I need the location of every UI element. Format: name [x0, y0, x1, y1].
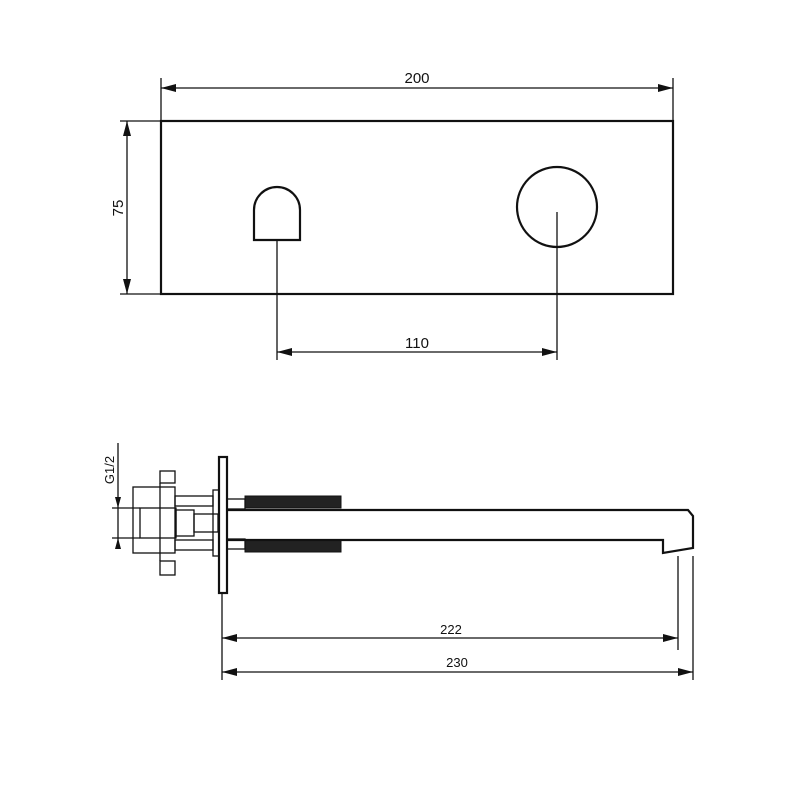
overall-projection-dimension: 230 — [222, 556, 694, 680]
spout-projection-label: 222 — [440, 622, 462, 637]
spout-outlet — [252, 185, 302, 242]
spout-profile — [227, 508, 695, 555]
width-label: 200 — [404, 70, 429, 87]
knurled-sleeve-top — [226, 495, 342, 510]
thread-label: G1/2 — [102, 456, 117, 484]
front-view: 200 75 110 — [110, 70, 675, 360]
spout-projection-dimension: 222 — [221, 556, 679, 680]
side-view: G1/2 222 230 — [102, 443, 695, 680]
cover-plate — [159, 119, 675, 296]
thread-dimension: G1/2 — [102, 443, 140, 549]
height-label: 75 — [110, 200, 127, 217]
wall-flange — [217, 455, 229, 595]
height-dimension: 75 — [110, 120, 161, 295]
concealed-body — [132, 470, 220, 576]
width-dimension: 200 — [160, 70, 674, 121]
spacing-label: 110 — [405, 335, 429, 352]
overall-projection-label: 230 — [446, 655, 468, 670]
spacing-dimension: 110 — [276, 212, 558, 360]
